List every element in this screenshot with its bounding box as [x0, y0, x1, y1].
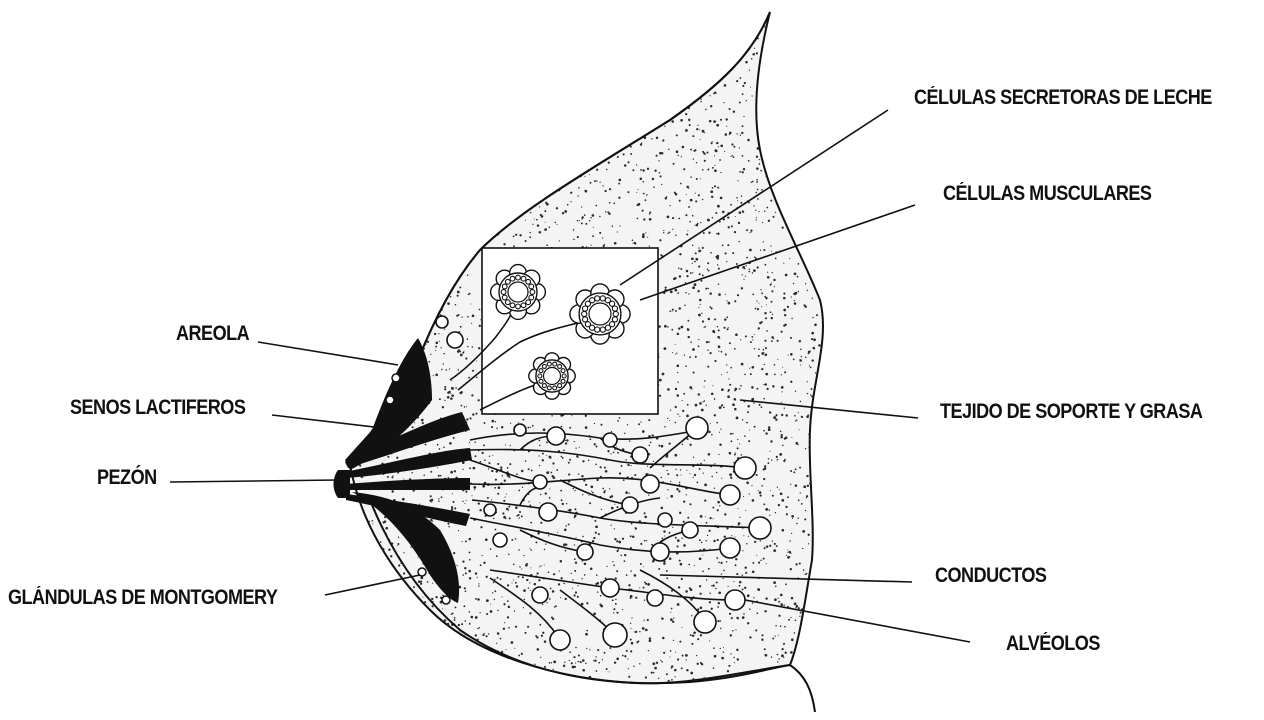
montgomery-gland	[392, 374, 400, 382]
label-pezon: PEZÓN	[97, 466, 157, 490]
label-senos-lactiferos: SENOS LACTIFEROS	[70, 396, 245, 420]
label-conductos: CONDUCTOS	[935, 564, 1046, 588]
label-alveolos: ALVÉOLOS	[1006, 632, 1100, 656]
montgomery-gland	[442, 596, 450, 604]
label-glandulas: GLÁNDULAS DE MONTGOMERY	[8, 586, 277, 610]
nipple	[334, 470, 351, 498]
label-areola: AREOLA	[176, 322, 249, 346]
label-tejido: TEJIDO DE SOPORTE Y GRASA	[940, 400, 1202, 424]
label-celulas-secretoras: CÉLULAS SECRETORAS DE LECHE	[914, 86, 1212, 110]
label-celulas-musculares: CÉLULAS MUSCULARES	[943, 182, 1151, 206]
montgomery-gland	[386, 396, 394, 404]
